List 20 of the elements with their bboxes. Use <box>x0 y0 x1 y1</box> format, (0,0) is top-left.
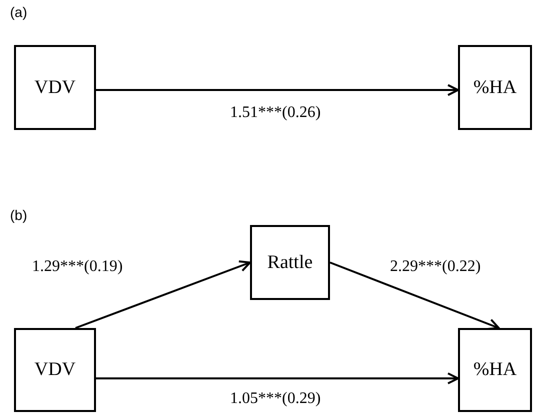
variable-box <box>14 328 96 412</box>
variable-name: VDV <box>34 359 76 381</box>
coefficient-label: 2.29***(0.22) <box>388 258 483 276</box>
variable-box <box>14 45 96 130</box>
variable-name: Rattle <box>267 252 313 274</box>
variable-name: %HA <box>473 359 517 381</box>
variable-box <box>458 45 532 130</box>
variable-box <box>250 225 330 300</box>
coefficient-label: 1.51***(0.26) <box>228 104 323 122</box>
arrow <box>96 372 459 384</box>
variable-box <box>458 328 532 412</box>
variable-name: VDV <box>34 76 76 98</box>
arrow <box>75 260 251 329</box>
coefficient-label: 1.05***(0.29) <box>228 390 323 408</box>
variable-name: %HA <box>473 76 517 98</box>
panel-label: (b) <box>10 207 28 223</box>
arrow <box>96 84 459 96</box>
panel-label: (a) <box>10 4 28 20</box>
coefficient-label: 1.29***(0.19) <box>30 258 125 276</box>
arrow <box>330 262 500 330</box>
